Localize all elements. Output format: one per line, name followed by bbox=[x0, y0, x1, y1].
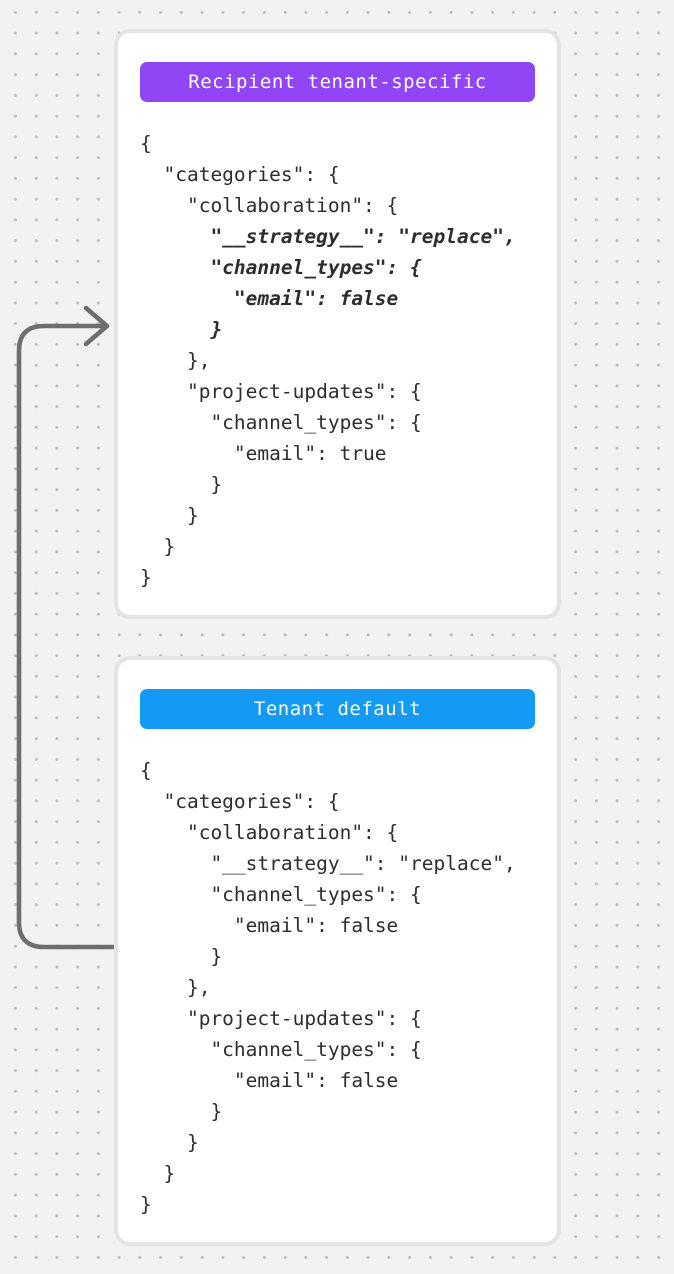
code-line: { bbox=[140, 132, 152, 155]
code-line: } bbox=[140, 473, 223, 496]
code-line: } bbox=[140, 318, 223, 341]
code-line: }, bbox=[140, 349, 211, 372]
code-line: } bbox=[140, 535, 176, 558]
code-line: "project-updates": { bbox=[140, 380, 422, 403]
code-line: } bbox=[140, 945, 223, 968]
tenant-default-card: Tenant default { "categories": { "collab… bbox=[118, 660, 557, 1242]
tenant-default-badge: Tenant default bbox=[140, 689, 535, 729]
code-line: } bbox=[140, 504, 199, 527]
code-line: "project-updates": { bbox=[140, 1007, 422, 1030]
code-line: "collaboration": { bbox=[140, 821, 399, 844]
code-line: { bbox=[140, 759, 152, 782]
code-line: } bbox=[140, 566, 152, 589]
code-line: "__strategy__": "replace", bbox=[140, 225, 516, 248]
code-line: "email": false bbox=[140, 914, 399, 937]
code-line: "__strategy__": "replace", bbox=[140, 852, 516, 875]
code-line: "categories": { bbox=[140, 163, 340, 186]
arrow-line bbox=[16, 323, 116, 950]
tenant-default-json: { "categories": { "collaboration": { "__… bbox=[140, 755, 535, 1220]
code-line: "channel_types": { bbox=[140, 411, 422, 434]
code-line: } bbox=[140, 1193, 152, 1216]
arrow-head-icon bbox=[83, 305, 110, 347]
code-line: "channel_types": { bbox=[140, 1038, 422, 1061]
recipient-tenant-specific-card: Recipient tenant-specific { "categories"… bbox=[118, 33, 557, 615]
code-line: "channel_types": { bbox=[140, 256, 422, 279]
code-line: } bbox=[140, 1100, 223, 1123]
code-line: }, bbox=[140, 976, 211, 999]
code-line: "categories": { bbox=[140, 790, 340, 813]
recipient-tenant-specific-badge: Recipient tenant-specific bbox=[140, 62, 535, 102]
code-line: "email": false bbox=[140, 287, 399, 310]
code-line: "email": true bbox=[140, 442, 387, 465]
recipient-tenant-specific-json: { "categories": { "collaboration": { "__… bbox=[140, 128, 535, 593]
code-line: "channel_types": { bbox=[140, 883, 422, 906]
code-line: "email": false bbox=[140, 1069, 399, 1092]
code-line: } bbox=[140, 1131, 199, 1154]
code-line: } bbox=[140, 1162, 176, 1185]
code-line: "collaboration": { bbox=[140, 194, 399, 217]
